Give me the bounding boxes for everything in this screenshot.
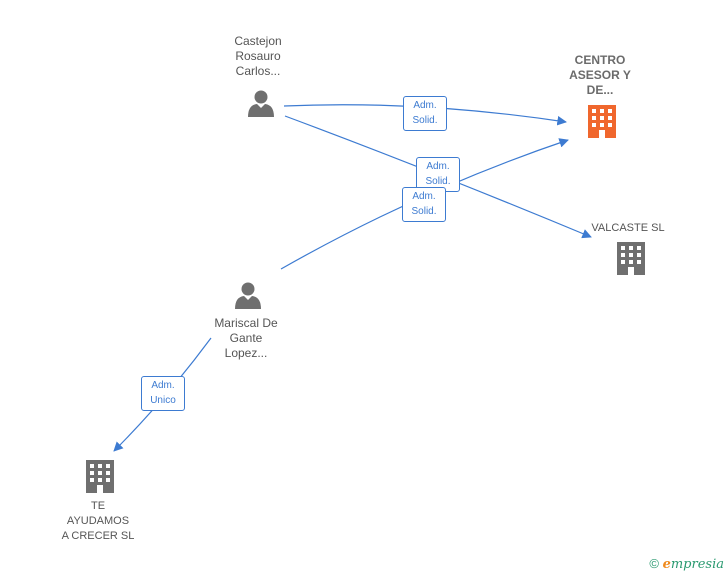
node-label-centro[interactable]: CENTRO ASESOR Y DE...	[569, 53, 631, 97]
empresia-logo-text: mpresia	[670, 557, 724, 572]
building-icon[interactable]	[86, 460, 114, 493]
edge-label-mariscal-centro[interactable]: Adm. Solid.	[402, 187, 446, 222]
building-icon[interactable]	[617, 242, 645, 275]
node-label-valcaste[interactable]: VALCASTE SL	[591, 222, 665, 234]
edge-label-mariscal-te-ayudamos[interactable]: Adm. Unico	[141, 376, 185, 411]
node-label-te-ayudamos[interactable]: TE AYUDAMOS A CRECER SL	[61, 500, 135, 542]
edge-label-castejon-centro[interactable]: Adm. Solid.	[403, 96, 447, 131]
empresia-logo-e: e	[662, 557, 671, 572]
person-icon[interactable]	[235, 282, 261, 310]
person-icon[interactable]	[248, 90, 274, 118]
copyright-symbol: ©	[649, 556, 659, 571]
building-icon[interactable]	[588, 105, 616, 138]
node-label-castejon[interactable]: Castejon Rosauro Carlos...	[234, 34, 282, 78]
copyright-notice: © empresia	[649, 556, 724, 572]
empresia-logo[interactable]: empresia	[663, 557, 724, 572]
node-label-mariscal[interactable]: Mariscal De Gante Lopez...	[214, 316, 278, 360]
